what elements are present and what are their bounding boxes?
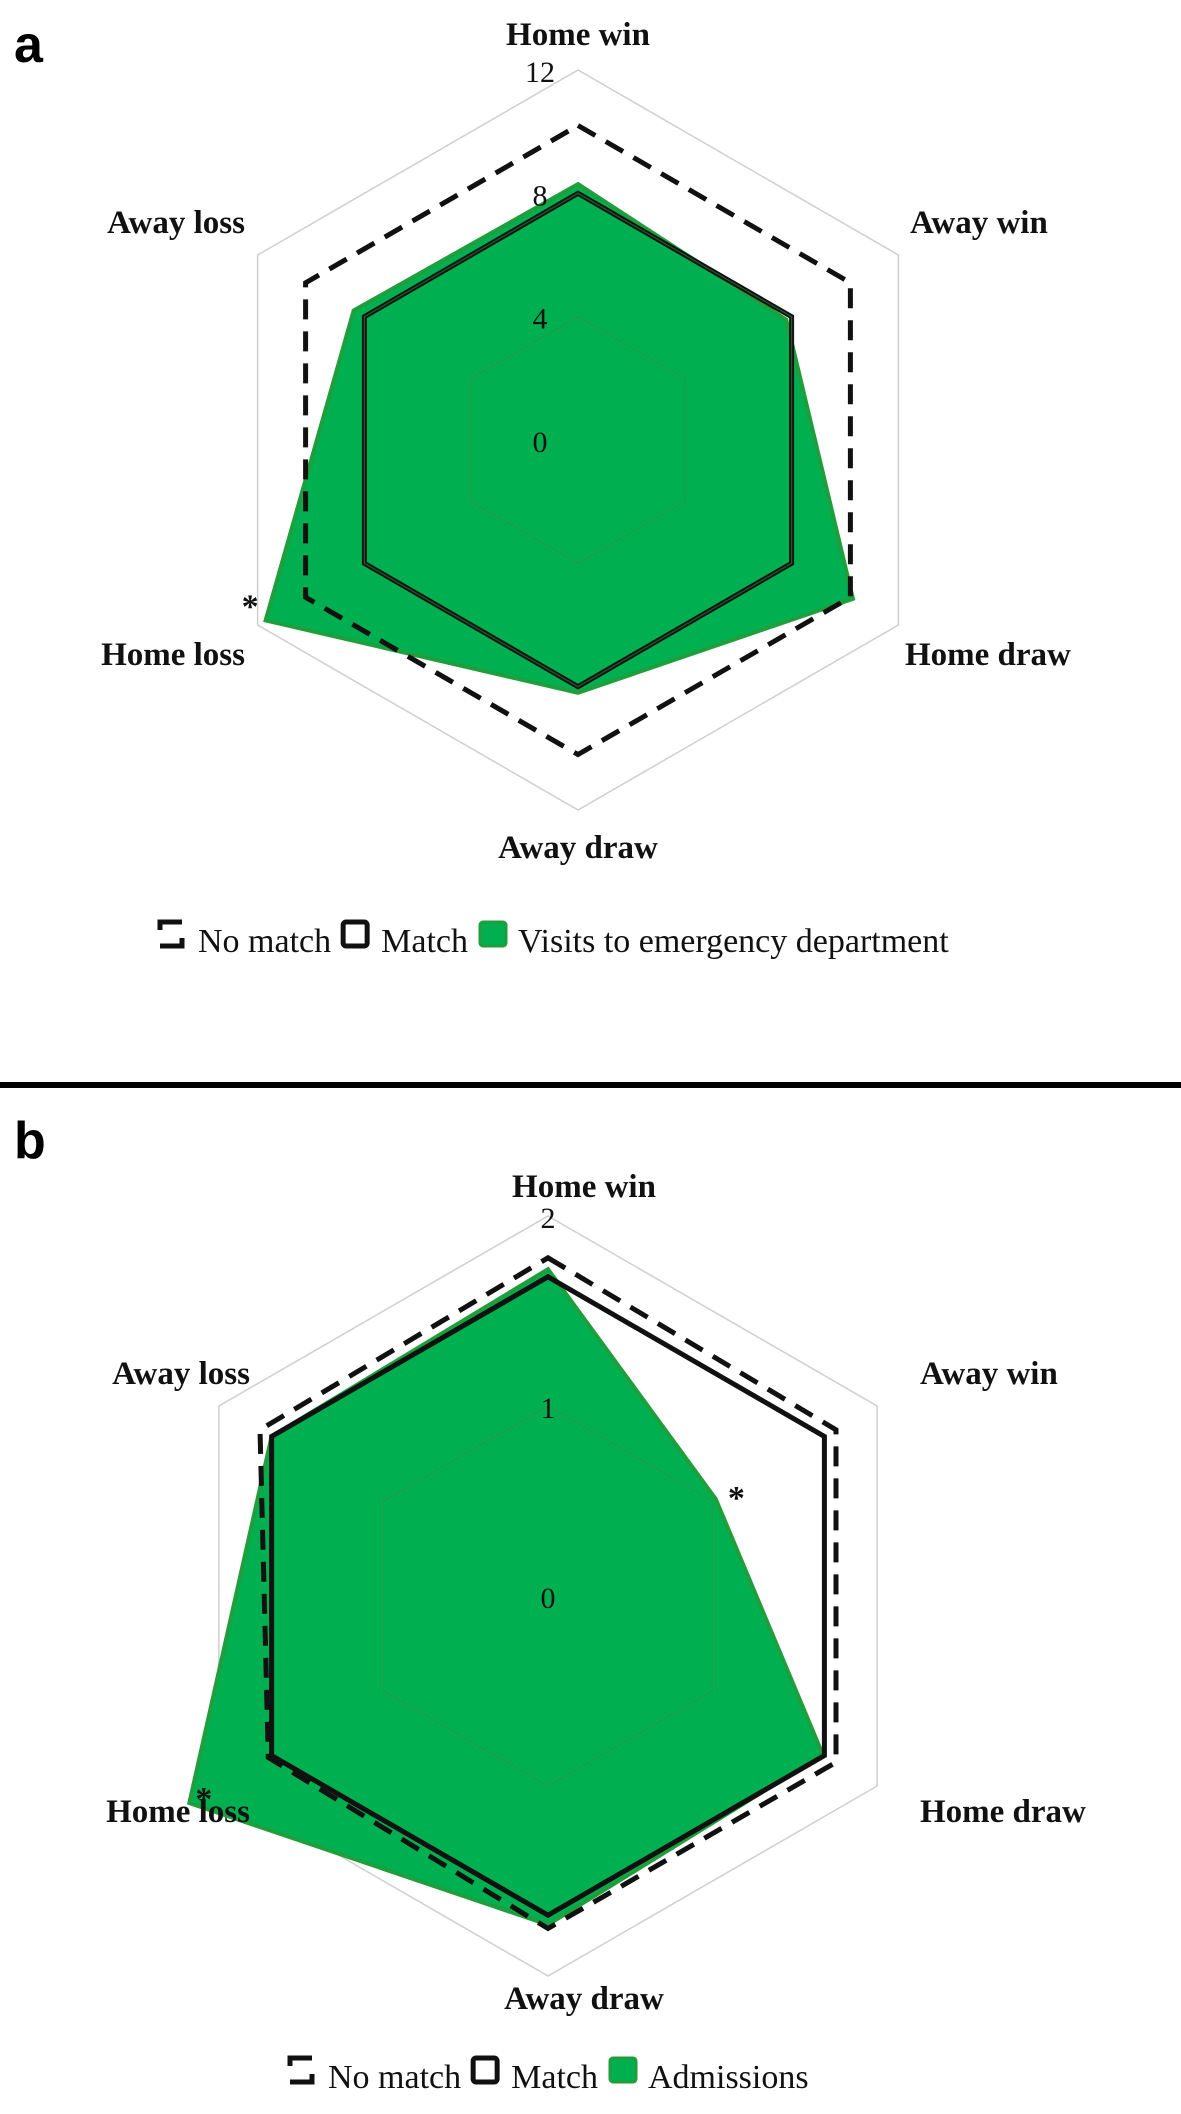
- legend-item: Visits to emergency department: [478, 920, 949, 960]
- tick-label: 0: [533, 426, 548, 459]
- legend-label: No match: [328, 2059, 461, 2096]
- legend-label: Match: [511, 2059, 598, 2096]
- axis-label: Away win: [920, 1356, 1058, 1392]
- significance-star: *: [195, 1781, 212, 1818]
- legend-item: Admissions: [608, 2056, 809, 2096]
- series-fill-polygon: [263, 181, 856, 695]
- tick-label: 2: [541, 1202, 556, 1235]
- grid-hexagon: [382, 1405, 714, 1787]
- legend-label: Admissions: [648, 2059, 809, 2096]
- grid-hexagon: [470, 316, 686, 564]
- axis-label: Away loss: [112, 1356, 250, 1392]
- legend-item: Match: [470, 2055, 598, 2096]
- legend-swatch-solid: [340, 919, 370, 949]
- axis-label: Away draw: [498, 830, 658, 866]
- tick-label: 0: [541, 1582, 556, 1615]
- panel-label: b: [14, 1112, 46, 1170]
- series-solid-polygon: [269, 1273, 827, 1919]
- tick-label: 4: [533, 303, 548, 336]
- axis-label: Away loss: [107, 205, 245, 241]
- axis-label: Home win: [512, 1169, 656, 1205]
- axis-label: Home loss: [101, 637, 245, 673]
- legend-swatch-solid: [470, 2055, 500, 2085]
- axis-label: Home draw: [920, 1794, 1086, 1830]
- grid-hexagon-inner: [382, 1405, 714, 1787]
- panel-label: a: [14, 16, 44, 74]
- axis-label: Away win: [910, 205, 1048, 241]
- grid-outer-hexagon: [256, 69, 900, 811]
- legend-item: No match: [157, 919, 331, 960]
- tick-label: 8: [533, 179, 548, 212]
- series-dashed-polygon: [303, 122, 853, 758]
- significance-star: *: [728, 1480, 745, 1517]
- legend-item: Match: [340, 919, 468, 960]
- grid-hexagon: [363, 192, 793, 688]
- legend-label: Match: [381, 923, 468, 960]
- series-dashed-polygon: [257, 1254, 839, 1932]
- legend-swatch-fill: [478, 920, 508, 948]
- grid-outer-hexagon: [218, 1215, 878, 1977]
- grid-hexagon-inner: [470, 316, 686, 564]
- tick-label: 12: [525, 56, 555, 89]
- legend-label: No match: [198, 923, 331, 960]
- legend-label: Visits to emergency department: [518, 923, 949, 960]
- axis-label: Home draw: [905, 637, 1071, 673]
- legend-swatch-dashed: [287, 2055, 315, 2085]
- legend-item: No match: [287, 2055, 461, 2096]
- axis-label: Home loss: [106, 1794, 250, 1830]
- axis-label: Away draw: [504, 1981, 664, 2017]
- tick-label: 1: [541, 1392, 556, 1425]
- significance-star: *: [242, 588, 259, 625]
- axis-label: Home win: [506, 17, 650, 53]
- legend-swatch-fill: [608, 2056, 638, 2084]
- legend-swatch-dashed: [157, 919, 185, 949]
- panel-divider: [0, 1082, 1181, 1088]
